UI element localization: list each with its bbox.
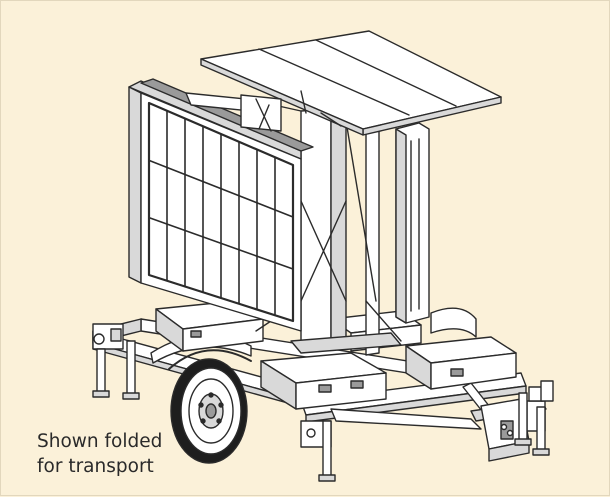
caption: Shown folded for transport (37, 429, 162, 479)
upper-frame (185, 92, 282, 132)
caption-line-2: for transport (37, 456, 154, 477)
sign-panel-rear (395, 122, 430, 324)
sign-panel-grid (148, 109, 294, 317)
wheel (168, 349, 252, 464)
stabilizer-jacks (92, 340, 554, 482)
caption-line-1: Shown folded (37, 431, 163, 452)
sign-grid-line (148, 159, 294, 218)
solar-panel (200, 30, 502, 136)
sign-grid-line (148, 216, 294, 270)
